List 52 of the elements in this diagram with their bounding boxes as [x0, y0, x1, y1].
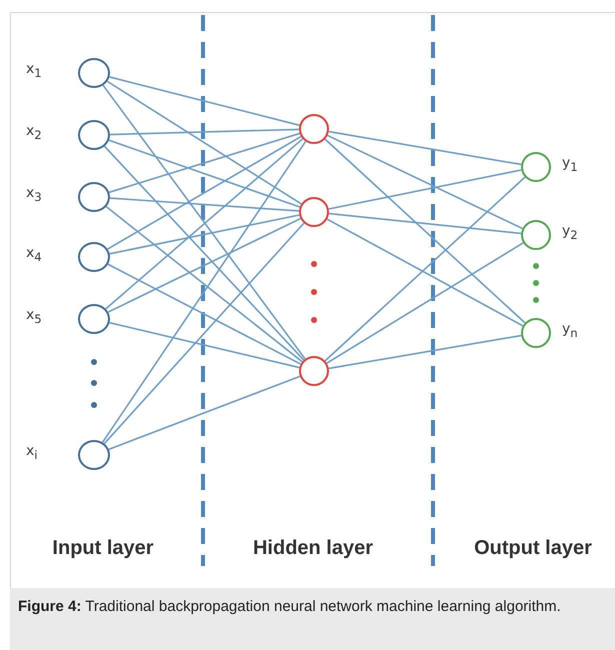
- connection-line: [109, 322, 300, 368]
- output-label: y$_{1}$: [562, 155, 578, 174]
- output-label: y$_{n}$: [562, 321, 578, 340]
- output-label: y$_{2}$: [562, 223, 578, 242]
- connection-line: [108, 218, 301, 313]
- neuron-circle: [299, 114, 329, 144]
- connection-line: [106, 206, 303, 362]
- neuron-circle: [299, 197, 329, 227]
- connection-line: [108, 376, 300, 450]
- input-label: x$_{2}$: [26, 123, 42, 142]
- input-label: x$_{3}$: [26, 185, 42, 204]
- neuron-circle: [299, 356, 329, 386]
- connection-line: [104, 222, 305, 444]
- connection-line: [326, 242, 524, 364]
- connection-line: [328, 130, 522, 166]
- input-label: x$_{1}$: [26, 61, 42, 80]
- connection-line: [108, 132, 300, 194]
- connection-line: [106, 80, 302, 205]
- connection-line: [110, 128, 300, 136]
- neuron-circle: [78, 304, 110, 334]
- input-label: x$_{i}$: [26, 443, 38, 462]
- layer-label: Hidden layer: [252, 537, 374, 560]
- connection-line: [328, 334, 522, 370]
- connection-line: [328, 212, 522, 234]
- input-label: x$_{5}$: [26, 307, 42, 326]
- layer-label: Output layer: [474, 537, 592, 560]
- connection-line: [102, 84, 306, 360]
- connection-line: [109, 76, 300, 126]
- connection-line: [108, 264, 302, 365]
- connection-line: [324, 176, 526, 362]
- neuron-circle: [78, 182, 110, 212]
- neuron-circle: [521, 152, 551, 182]
- connection-line: [328, 169, 522, 210]
- neuron-circle: [521, 220, 551, 250]
- connection-line: [110, 197, 300, 212]
- neuron-circle: [521, 318, 551, 348]
- connection-line: [107, 136, 302, 250]
- connection-line: [326, 218, 524, 327]
- neuron-circle: [78, 440, 110, 470]
- neuron-circle: [78, 120, 110, 150]
- connection-line: [327, 134, 523, 230]
- input-label: x$_{4}$: [26, 245, 42, 264]
- connection-line: [109, 214, 300, 255]
- connection-line: [324, 138, 526, 324]
- connection-line: [104, 146, 304, 361]
- layer-label: Input layer: [52, 537, 154, 560]
- figure-caption: Figure 4: Traditional backpropagation neural network machine learning algorithm.: [18, 597, 562, 617]
- neuron-circle: [78, 58, 110, 88]
- connection-line: [105, 138, 304, 310]
- connection-line: [102, 140, 306, 443]
- connection-line: [108, 140, 300, 208]
- neuron-circle: [78, 242, 110, 272]
